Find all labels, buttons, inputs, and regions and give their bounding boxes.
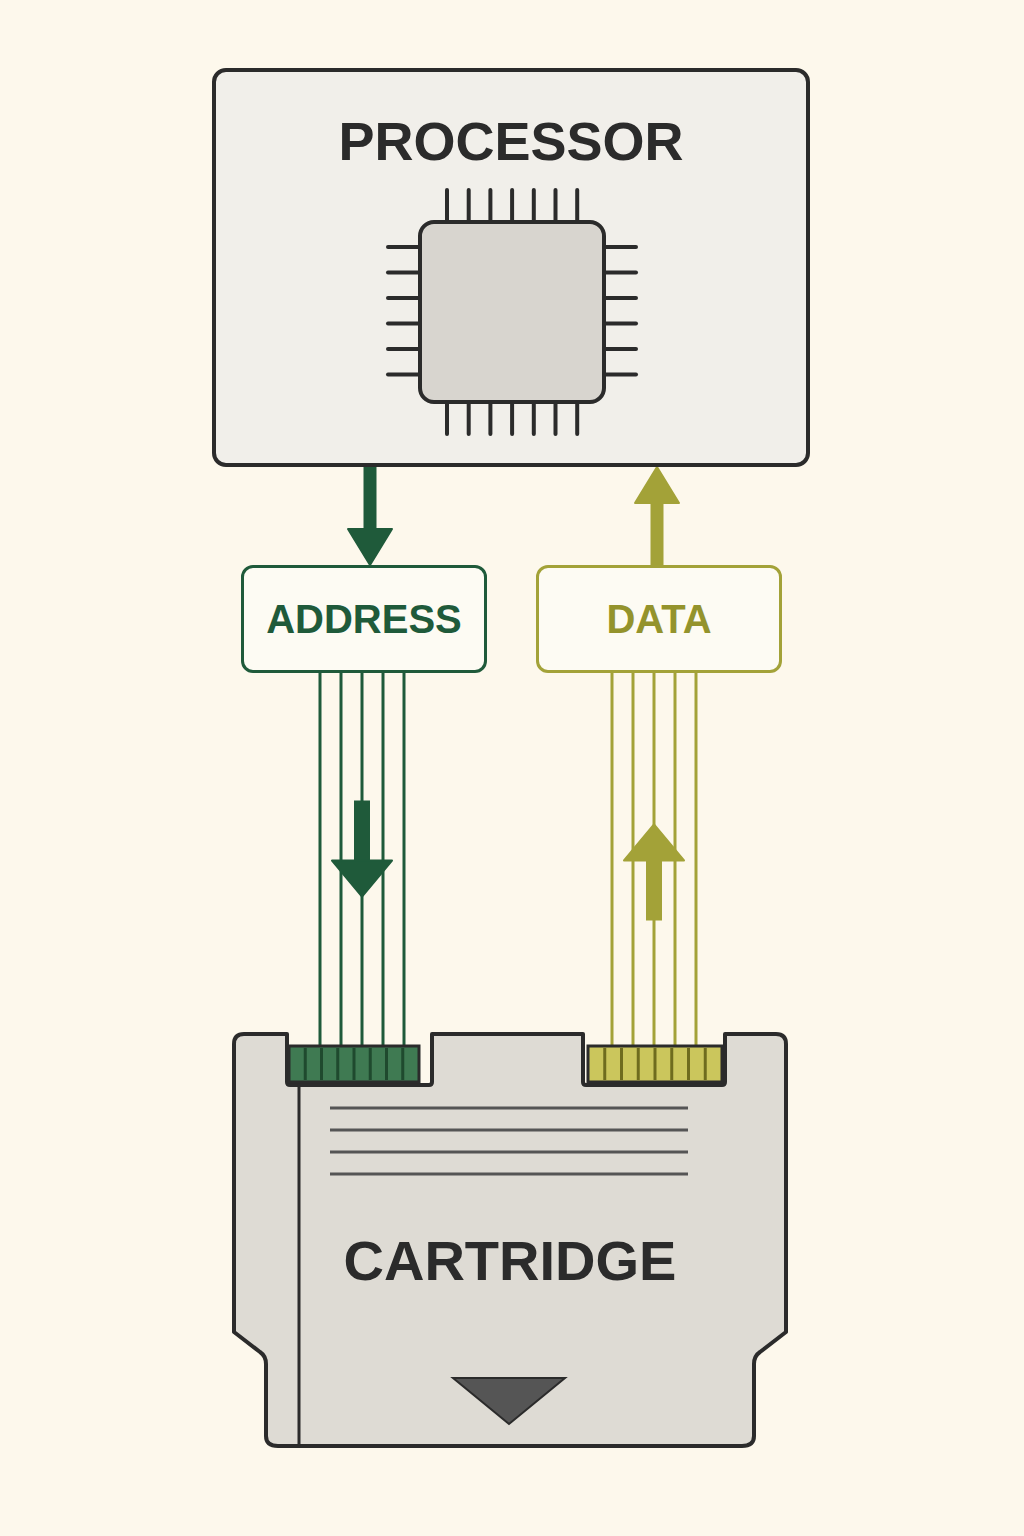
bus-line: [403, 673, 406, 1048]
arrow-connector: [635, 467, 679, 565]
data-box: DATA: [536, 565, 782, 673]
arrow-shaft: [651, 501, 664, 565]
bus-connector: [612, 673, 696, 1048]
arrow-head: [348, 529, 392, 565]
arrow-connector: [348, 467, 392, 565]
contact-strip: [289, 1046, 419, 1082]
insert-triangle: [453, 1378, 565, 1424]
cartridge-edge: [298, 1085, 301, 1446]
cartridge: CARTRIDGE: [232, 1032, 788, 1448]
chip-body: [420, 222, 604, 402]
address-box: ADDRESS: [241, 565, 487, 673]
arrow-shaft: [364, 467, 377, 531]
chip-icon: [382, 184, 642, 444]
bus-connector: [320, 673, 404, 1048]
node-label: PROCESSOR: [338, 112, 683, 171]
node-label: ADDRESS: [266, 597, 462, 641]
contact-strip: [588, 1046, 722, 1082]
bus-line: [319, 673, 322, 1048]
arrow-head: [624, 825, 684, 861]
arrow-head: [635, 467, 679, 503]
chip-pins: [388, 190, 636, 434]
arrow-shaft: [354, 801, 370, 865]
arrow-shaft: [646, 857, 662, 921]
cartridge-outline: [234, 1034, 786, 1446]
bus-line: [611, 673, 614, 1048]
bus-line: [695, 673, 698, 1048]
node-label: DATA: [606, 597, 711, 641]
arrow-head: [332, 861, 392, 897]
node-label: CARTRIDGE: [344, 1230, 677, 1292]
processor-box: PROCESSOR: [212, 68, 810, 467]
label-lines: [330, 1108, 688, 1174]
